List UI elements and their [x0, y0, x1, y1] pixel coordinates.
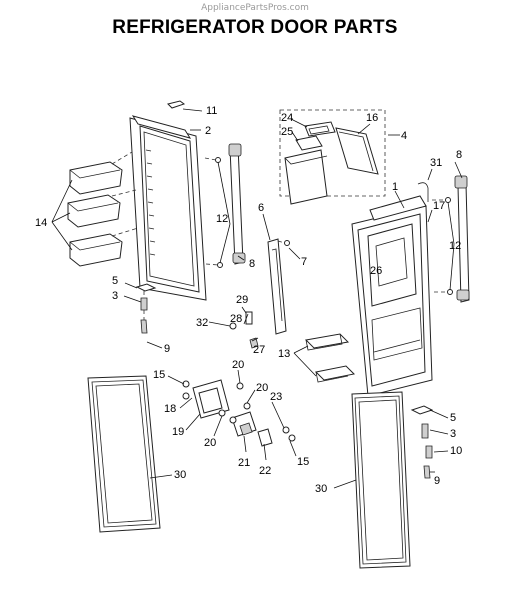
left-door-assembly — [129, 115, 207, 301]
callout-5-right: 5 — [450, 412, 456, 424]
callout-32: 32 — [196, 317, 208, 329]
callout-10: 10 — [450, 445, 462, 457]
callout-29: 29 — [236, 294, 248, 306]
callout-15-left: 15 — [153, 369, 165, 381]
part-31-wire — [417, 182, 429, 202]
callout-27: 27 — [253, 344, 265, 356]
door-handle-cap — [167, 100, 186, 109]
watermark: AppliancePartsPros.com — [201, 3, 309, 13]
callout-3-right: 3 — [450, 428, 456, 440]
dispenser-group-frame — [279, 109, 386, 197]
hinge-right-bottom — [410, 405, 434, 415]
door-gasket-left — [87, 375, 161, 533]
callout-1: 1 — [392, 181, 398, 193]
callout-13: 13 — [278, 348, 290, 360]
callout-28: 28 — [230, 313, 242, 325]
callout-26: 26 — [370, 265, 382, 277]
callout-23: 23 — [270, 391, 282, 403]
callout-8-right: 8 — [456, 149, 462, 161]
handle-left — [228, 143, 246, 265]
callout-16: 16 — [366, 112, 378, 124]
callout-12-right: 12 — [449, 240, 461, 252]
callout-22: 22 — [259, 465, 271, 477]
callout-19: 19 — [172, 426, 184, 438]
callout-7: 7 — [301, 256, 307, 268]
page-title: REFRIGERATOR DOOR PARTS — [112, 17, 398, 38]
center-mullion — [267, 238, 287, 335]
callout-21: 21 — [238, 457, 250, 469]
door-gasket-right — [351, 391, 411, 569]
callout-5-left: 5 — [112, 275, 118, 287]
callout-20-top: 20 — [232, 359, 244, 371]
callout-6: 6 — [258, 202, 264, 214]
callout-18: 18 — [164, 403, 176, 415]
part-28-bracket — [245, 311, 253, 325]
callout-31: 31 — [430, 157, 442, 169]
callout-24: 24 — [281, 112, 293, 124]
callout-12-left: 12 — [216, 213, 228, 225]
handle-right — [454, 175, 470, 303]
callout-8-left: 8 — [249, 258, 255, 270]
door-bins-right — [304, 333, 356, 383]
callout-15-right: 15 — [297, 456, 309, 468]
lower-mechanism — [182, 379, 296, 447]
callout-2: 2 — [205, 125, 211, 137]
right-door-assembly — [351, 195, 433, 397]
callout-17: 17 — [433, 200, 445, 212]
callout-20-bottom: 20 — [204, 437, 216, 449]
callout-9-left: 9 — [164, 343, 170, 355]
hinge-left-bottom — [135, 283, 157, 292]
callout-9-right: 9 — [434, 475, 440, 487]
callout-25: 25 — [281, 126, 293, 138]
callout-30-right: 30 — [315, 483, 327, 495]
callout-labels: 11 2 14 12 5 3 9 8 6 7 29 28 32 27 24 25… — [35, 105, 462, 495]
callout-14: 14 — [35, 217, 47, 229]
callout-11: 11 — [206, 105, 217, 117]
door-bins-left — [67, 161, 123, 267]
callout-4: 4 — [401, 130, 407, 142]
callout-3-left: 3 — [112, 290, 118, 302]
callout-20-middle: 20 — [256, 382, 268, 394]
callout-30-left: 30 — [174, 469, 186, 481]
